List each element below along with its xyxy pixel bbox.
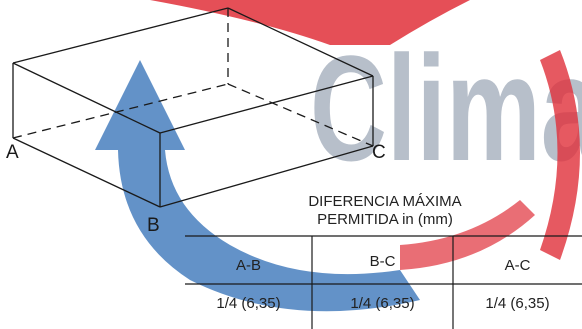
watermark-text: Clima [310,24,582,192]
table-header-ab: A-B [235,257,261,274]
edge-top-front [159,75,374,134]
watermark-red-swoosh [150,0,470,45]
table-value-ac: 1/4 (6,35) [485,295,550,312]
table-value-bc: 1/4 (6,35) [350,295,415,312]
label-c: C [372,142,386,163]
hidden-edge-back-left [12,83,229,139]
edge-bottom-bc [159,145,374,208]
table-value-ab: 1/4 (6,35) [216,295,281,312]
hidden-edge-back-right [227,83,374,147]
watermark-blue-arrow [95,60,420,312]
table-header-bc: B-C [369,253,396,270]
watermark-red-ring [540,50,580,260]
edge-bottom-ab [12,137,161,208]
edge-top-right [227,7,374,77]
table-title-line2: PERMITIDA in (mm) [317,211,453,228]
label-a: A [6,142,19,163]
edge-top-left [12,62,161,134]
watermark-red-lower [400,200,535,270]
edge-top-back [12,7,229,64]
table-title-line1: DIFERENCIA MÁXIMA [308,193,462,210]
label-b: B [147,215,160,236]
table-title: DIFERENCIA MÁXIMA PERMITIDA in (mm) [300,193,470,229]
table-header-ac: A-C [504,257,531,274]
